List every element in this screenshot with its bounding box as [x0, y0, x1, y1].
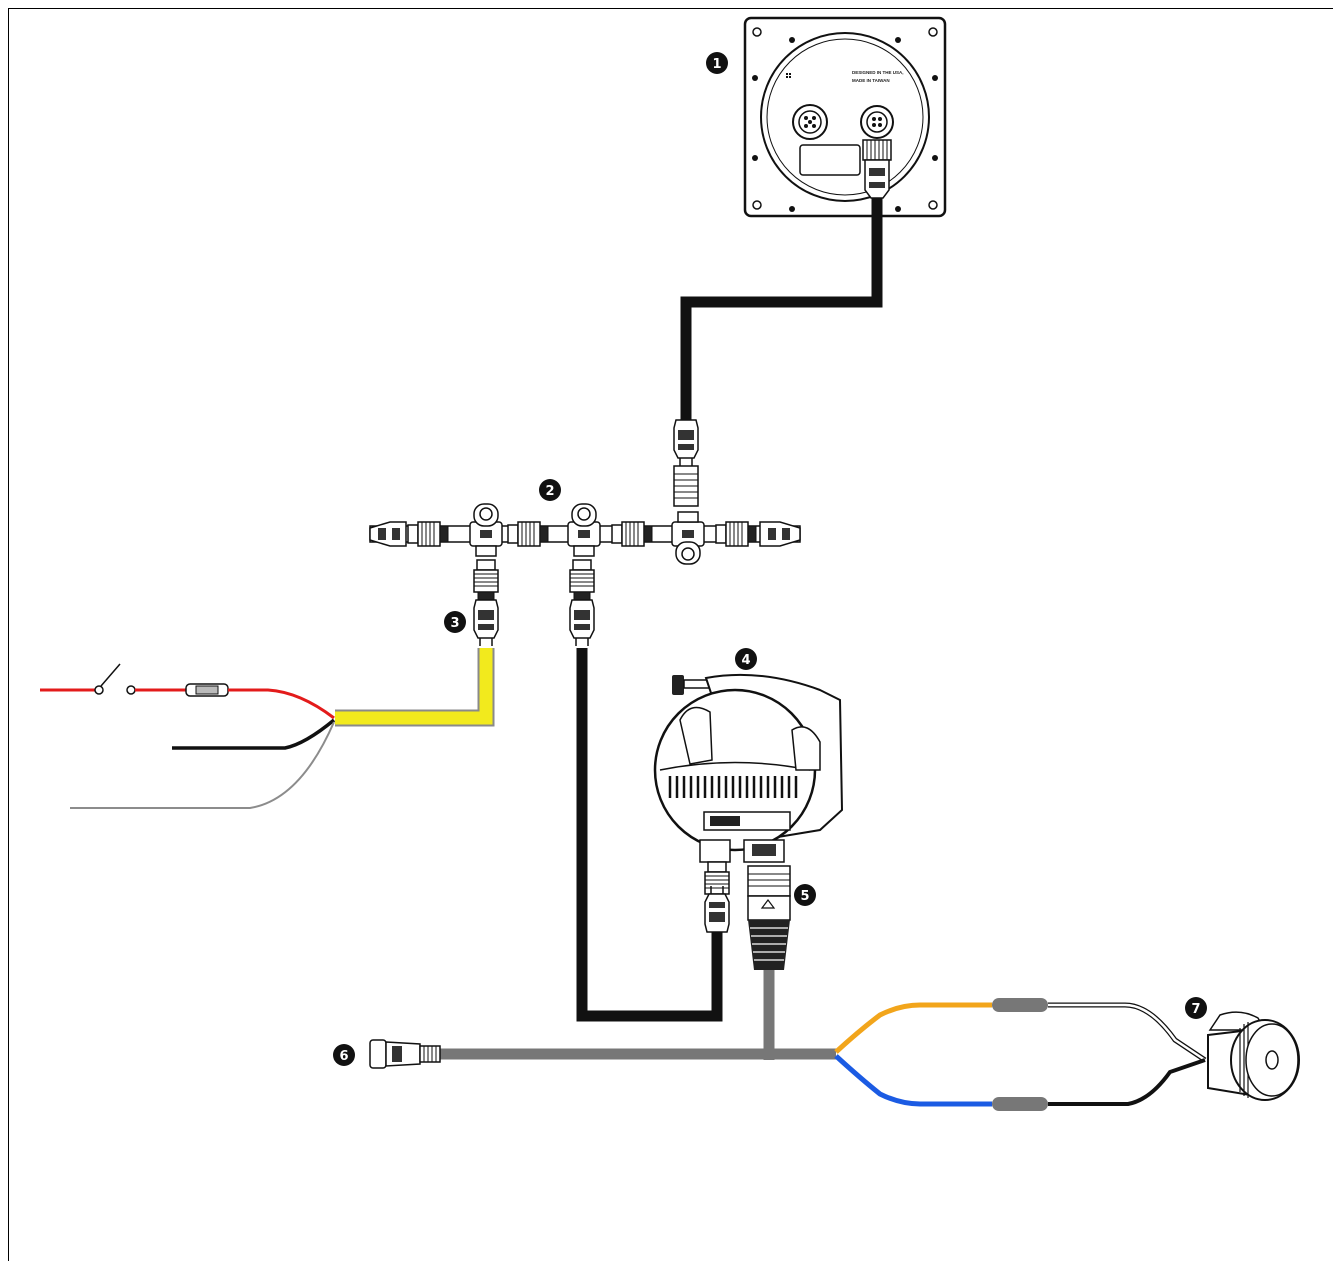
transducer-connector	[747, 865, 791, 970]
module-drop-cable	[576, 648, 723, 1022]
frame-top-border	[8, 8, 1333, 9]
display-label-line2: MADE IN TAIWAN	[852, 78, 890, 83]
display-drop-cable	[680, 198, 883, 420]
splice-sleeve-bottom	[992, 1097, 1048, 1111]
callout-2-number: 2	[545, 484, 554, 499]
sensor-module	[653, 673, 844, 863]
callout-4: 4	[735, 648, 757, 670]
orange-wire	[834, 1002, 992, 1054]
blue-wire	[834, 1054, 992, 1107]
black-wire-transducer	[1048, 1058, 1206, 1106]
module-vent-ribs	[665, 776, 805, 798]
transducer	[1207, 1011, 1300, 1101]
callout-3: 3	[444, 611, 466, 633]
power-cable-outline	[335, 648, 495, 727]
callout-6: 6	[333, 1044, 355, 1066]
backbone-assembly	[369, 419, 801, 647]
display-label-line1: DESIGNED IN THE USA,	[852, 70, 904, 75]
gray-wire	[70, 721, 335, 809]
display-unit: DESIGNED IN THE USA, MADE IN TAIWAN	[743, 16, 947, 218]
callout-6-number: 6	[339, 1049, 348, 1064]
cable-end-connector	[369, 1039, 441, 1069]
grid-dots-icon	[786, 73, 791, 78]
power-cable	[335, 648, 493, 725]
white-wire	[1048, 1002, 1207, 1063]
callout-7-number: 7	[1191, 1002, 1200, 1017]
callout-7: 7	[1185, 997, 1207, 1019]
callout-2: 2	[539, 479, 561, 501]
callout-5-number: 5	[800, 889, 809, 904]
callout-4-number: 4	[741, 653, 750, 668]
callout-1-number: 1	[712, 57, 721, 72]
callout-1: 1	[706, 52, 728, 74]
callout-3-number: 3	[450, 616, 459, 631]
splice-sleeve-top	[992, 998, 1048, 1012]
callout-5: 5	[794, 884, 816, 906]
frame-left-border	[8, 8, 9, 1261]
black-wire	[172, 718, 336, 750]
red-wire	[40, 663, 335, 720]
